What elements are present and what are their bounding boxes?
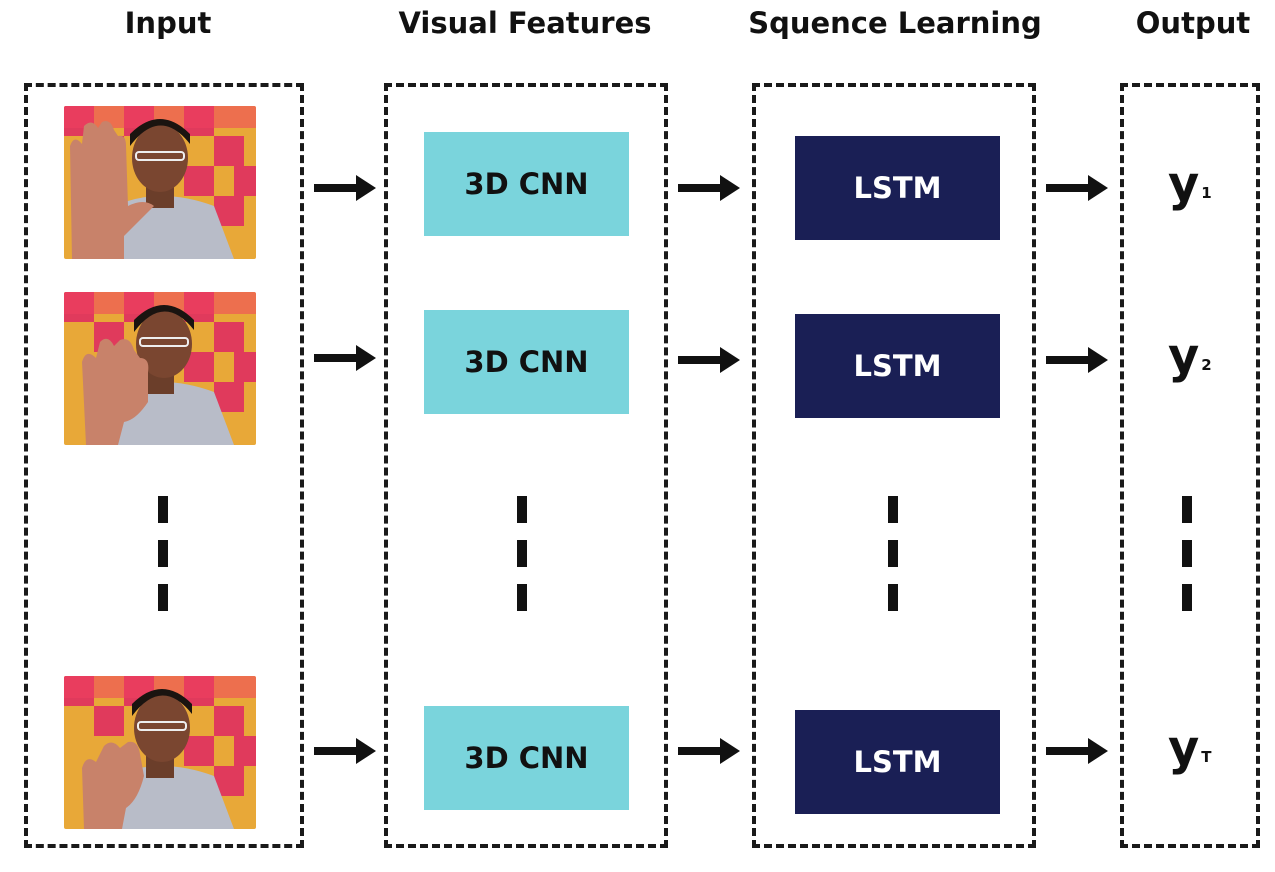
output-vertical-ellipsis bbox=[1182, 496, 1192, 628]
arrow-right-icon bbox=[1046, 738, 1108, 764]
cnn-block-1: 3D CNN bbox=[424, 132, 629, 236]
arrow-right-icon bbox=[314, 738, 376, 764]
arrow-right-icon bbox=[678, 175, 740, 201]
input-frame-1 bbox=[64, 106, 256, 259]
cnn-block-2: 3D CNN bbox=[424, 310, 629, 414]
output-title: Output bbox=[1135, 6, 1251, 40]
visual-features-panel bbox=[384, 83, 668, 848]
sequence-vertical-ellipsis bbox=[888, 496, 898, 628]
output-symbol: y bbox=[1168, 720, 1200, 776]
input-title: Input bbox=[124, 6, 212, 40]
input-frame-T bbox=[64, 676, 256, 829]
lstm-block-T: LSTM bbox=[795, 710, 1000, 814]
arrow-right-icon bbox=[1046, 175, 1108, 201]
output-subscript: 2 bbox=[1201, 356, 1212, 374]
arrow-right-icon bbox=[678, 347, 740, 373]
arrow-right-icon bbox=[1046, 347, 1108, 373]
input-vertical-ellipsis bbox=[158, 496, 168, 628]
sequence-learning-title: Squence Learning bbox=[748, 6, 1042, 40]
input-panel bbox=[24, 83, 304, 848]
arrow-right-icon bbox=[314, 175, 376, 201]
visual-features-title: Visual Features bbox=[398, 6, 652, 40]
output-panel bbox=[1120, 83, 1260, 848]
arrow-right-icon bbox=[314, 345, 376, 371]
arrow-right-icon bbox=[678, 738, 740, 764]
output-symbol: y bbox=[1168, 156, 1200, 212]
output-symbol: y bbox=[1168, 328, 1200, 384]
sequence-learning-panel bbox=[752, 83, 1036, 848]
cnn-block-T: 3D CNN bbox=[424, 706, 629, 810]
features-vertical-ellipsis bbox=[517, 496, 527, 628]
lstm-block-2: LSTM bbox=[795, 314, 1000, 418]
lstm-block-1: LSTM bbox=[795, 136, 1000, 240]
input-frame-2 bbox=[64, 292, 256, 445]
output-subscript: 1 bbox=[1201, 184, 1212, 202]
output-subscript: T bbox=[1201, 748, 1212, 766]
